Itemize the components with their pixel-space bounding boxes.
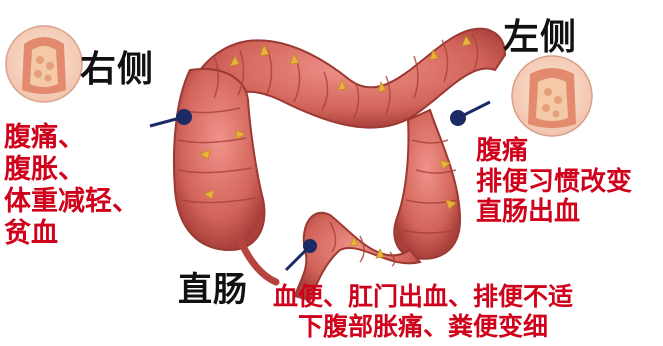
colon-body [174,29,505,300]
symptom-line: 直肠出血 [476,197,632,228]
rectum-title: 直肠 [178,262,248,311]
symptom-line: 排便习惯改变 [476,167,632,198]
right-side-symptoms: 腹痛、 腹胀、 体重减轻、 贫血 [4,122,139,249]
right-side-marker [150,109,192,126]
symptom-line: 腹痛、 [4,122,139,154]
rectum-symptoms: 血便、肛门出血、排便不适 下腹部胀痛、粪便变细 [273,282,573,341]
symptom-line: 血便、肛门出血、排便不适 [273,282,573,312]
symptom-line: 体重减轻、 [4,186,139,218]
right-side-title: 右侧 [80,40,154,92]
left-side-symptoms: 腹痛 排便习惯改变 直肠出血 [476,136,632,228]
symptom-line: 贫血 [4,218,139,250]
symptom-line: 腹胀、 [4,154,139,186]
left-side-title: 左侧 [503,8,577,60]
left-colon-inset [512,56,592,136]
right-colon-inset [6,26,82,102]
symptom-line: 腹痛 [476,136,632,167]
symptom-line: 下腹部胀痛、粪便变细 [273,312,573,342]
left-side-marker [450,102,490,126]
